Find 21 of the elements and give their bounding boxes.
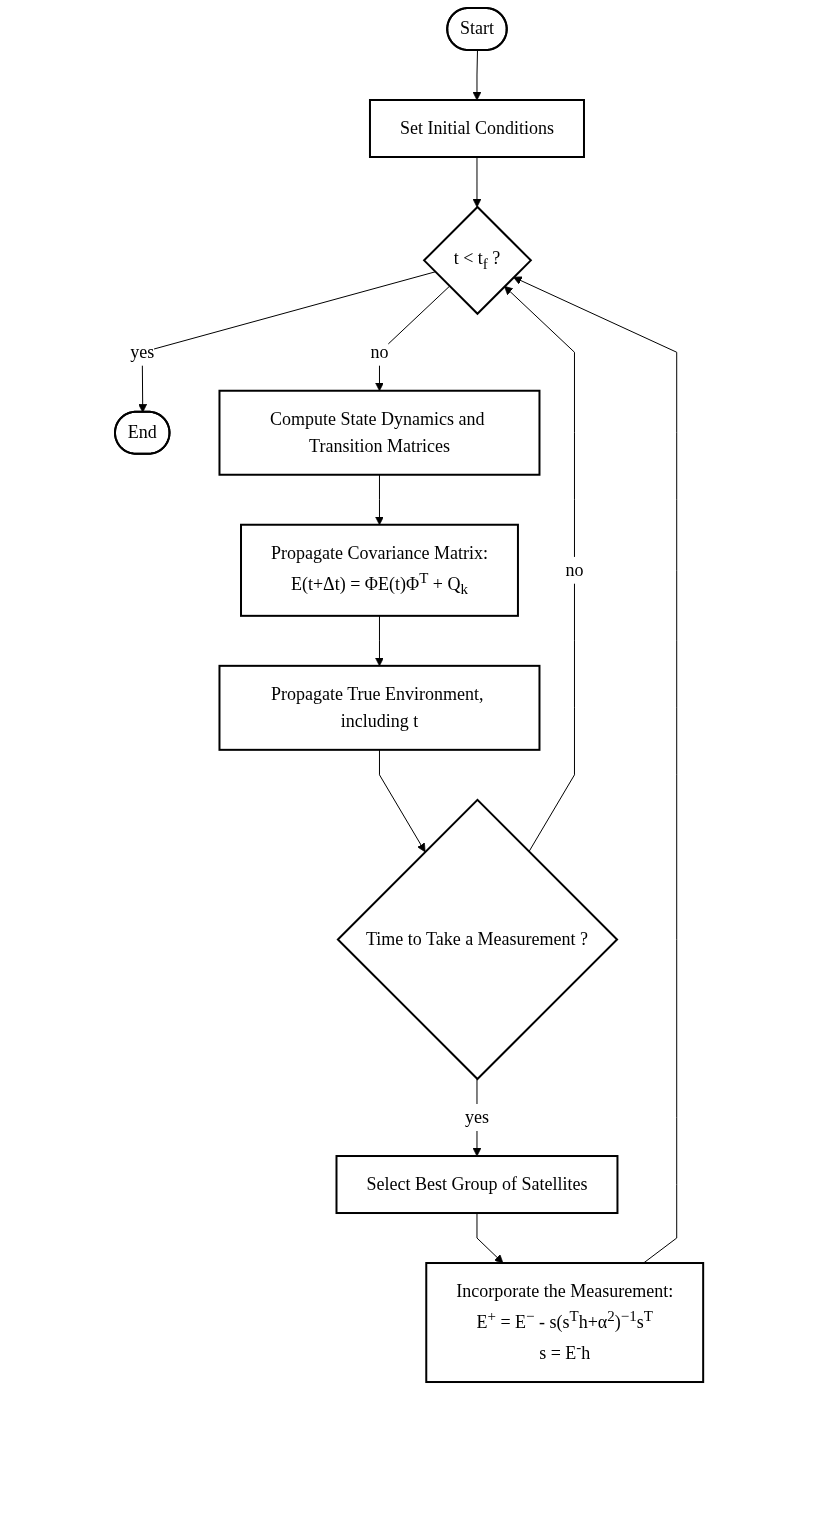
arrow bbox=[375, 615, 384, 667]
edge-label: no bbox=[370, 341, 389, 362]
arrow bbox=[375, 474, 384, 526]
arrow bbox=[513, 276, 678, 1264]
arrow bbox=[476, 1212, 504, 1264]
edge-label: no bbox=[565, 559, 584, 580]
node-box: Propagate Covariance Matrix: E(t+Δt) = ΦE(t)Φ$^{T}$ + Q$_{k}$ bbox=[239, 523, 519, 617]
node-box: Compute State Dynamics and Transition Matrices bbox=[218, 389, 541, 476]
arrow bbox=[138, 271, 436, 413]
node-box: Select Best Group of Satellites bbox=[335, 1155, 619, 1214]
arrow bbox=[472, 50, 482, 101]
node-box: Incorporate the Measurement: E$^{+}$ = E$^{−}$ - s(s$^{T}$h+α$^{2}$)$^{−1}$s$^{T}$ s = E$^{-}$h bbox=[425, 1262, 705, 1383]
arrow bbox=[472, 156, 482, 208]
node-box: Propagate True Environment, including t bbox=[218, 664, 541, 751]
edge-label: yes bbox=[464, 1107, 489, 1128]
edge-label: yes bbox=[130, 341, 155, 362]
node-diamond: t < t$_{f}$ ? bbox=[422, 205, 533, 316]
arrow bbox=[378, 749, 426, 853]
node-box: Set Initial Conditions bbox=[368, 99, 585, 158]
arrow bbox=[503, 285, 575, 853]
node-diamond: Time to Take a Measurement ? bbox=[336, 798, 619, 1081]
